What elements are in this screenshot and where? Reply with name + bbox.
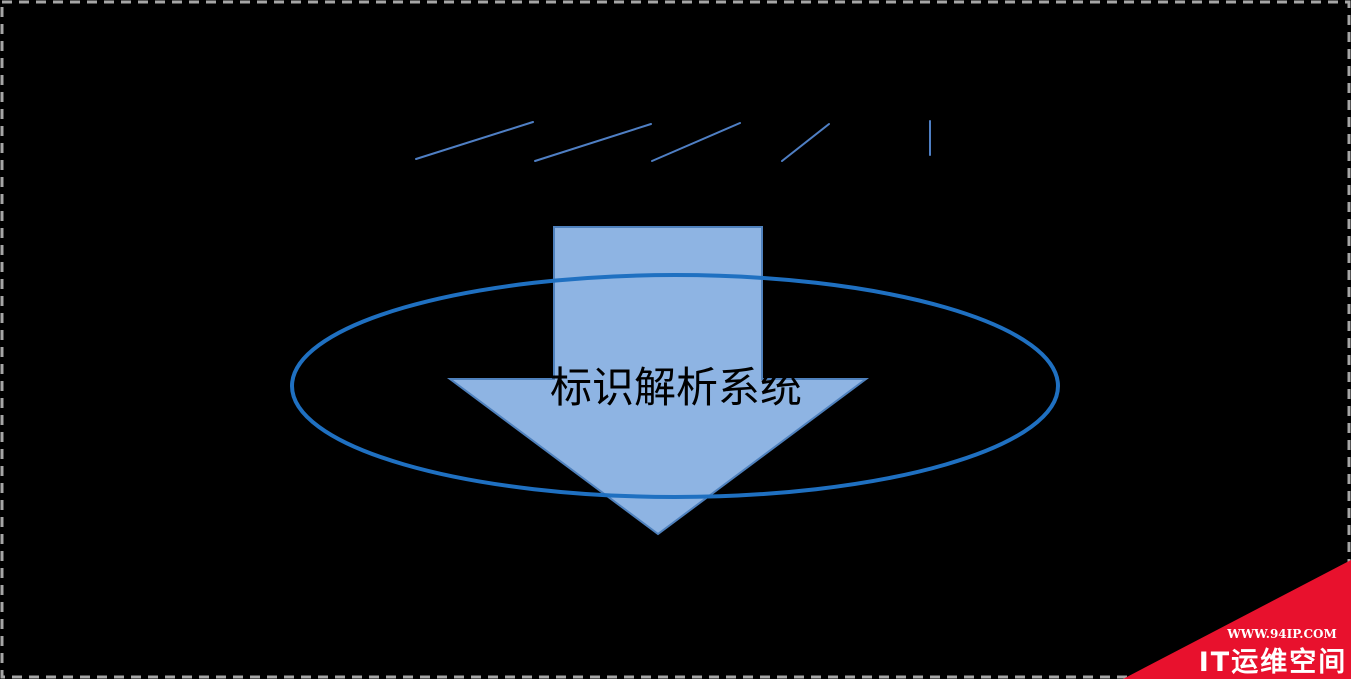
system-ellipse	[290, 273, 1060, 499]
down-arrow	[446, 226, 870, 536]
watermark: WWW.94IP.COM IT运维空间	[1123, 560, 1351, 679]
watermark-url: WWW.94IP.COM	[1226, 627, 1337, 641]
incoming-line-3	[651, 122, 741, 162]
incoming-line-4	[781, 123, 830, 162]
center-label: 标识解析系统	[550, 363, 802, 412]
incoming-line-2	[534, 123, 652, 162]
watermark-triangle	[1123, 560, 1351, 679]
incoming-line-1	[415, 121, 534, 160]
incoming-lines	[415, 120, 931, 162]
watermark-name: IT运维空间	[1199, 646, 1347, 678]
